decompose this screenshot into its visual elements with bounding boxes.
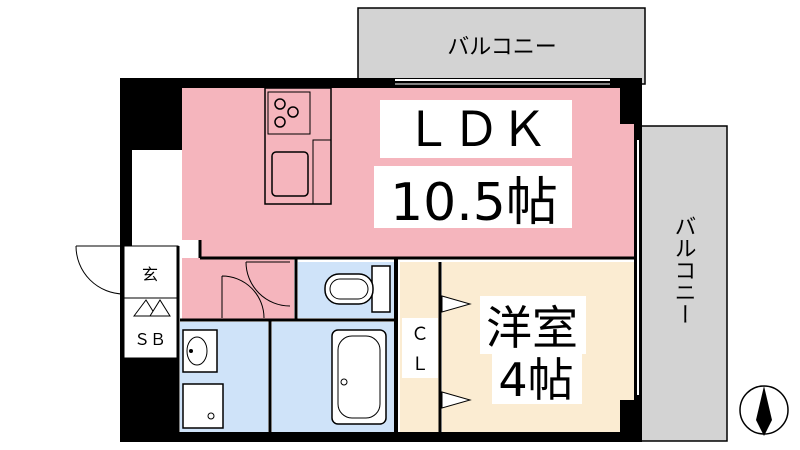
bathtub-icon [331, 329, 387, 425]
wall-block [120, 358, 178, 442]
ldk-label: ＬＤＫ [404, 102, 548, 158]
western-label-bg [480, 296, 586, 354]
closet-label-line1: Ｃ [411, 324, 429, 345]
closet-label-bg [402, 318, 438, 378]
balcony-top [357, 7, 646, 85]
balcony-right [636, 125, 728, 442]
western-size: 4帖 [498, 353, 573, 407]
balcony-top-label: バルコニー [447, 35, 557, 60]
wall-block [620, 78, 642, 124]
counter-edge [312, 139, 332, 205]
north-arrow-icon [739, 385, 789, 436]
shoe-box-door-icon [133, 299, 157, 317]
western-size-bg [492, 354, 582, 404]
ldk-label-bg [380, 100, 572, 158]
burner-icon [274, 116, 286, 128]
burner-icon [274, 98, 286, 110]
kitchen-sink-icon [271, 151, 309, 197]
washbasin-icon [182, 329, 218, 373]
door-icon [245, 261, 291, 307]
shoe-box-door-icon [149, 299, 171, 317]
shoe-box-label: ＳＢ [134, 330, 166, 349]
western-label: 洋室 [486, 301, 578, 355]
burner-icon [287, 106, 299, 118]
hall-corridor [182, 258, 294, 320]
shoe-box-area [123, 297, 179, 359]
door-icon [221, 275, 265, 319]
ldk-size: 10.5帖 [390, 173, 558, 233]
toilet-icon [324, 265, 391, 313]
balcony-right-label: バルコニー [671, 215, 696, 325]
wall-block [120, 78, 182, 150]
entrance-door-icon [75, 245, 125, 295]
folding-door-icon [441, 391, 472, 409]
wall-block [120, 150, 132, 246]
entrance-label: 玄 [142, 265, 158, 284]
ldk-size-bg [374, 166, 572, 228]
closet-label-line2: Ｌ [411, 354, 429, 375]
stove-icon [267, 91, 311, 135]
folding-door-icon [441, 295, 472, 313]
washing-machine-pan-icon [182, 383, 224, 429]
wall-block [620, 400, 642, 442]
